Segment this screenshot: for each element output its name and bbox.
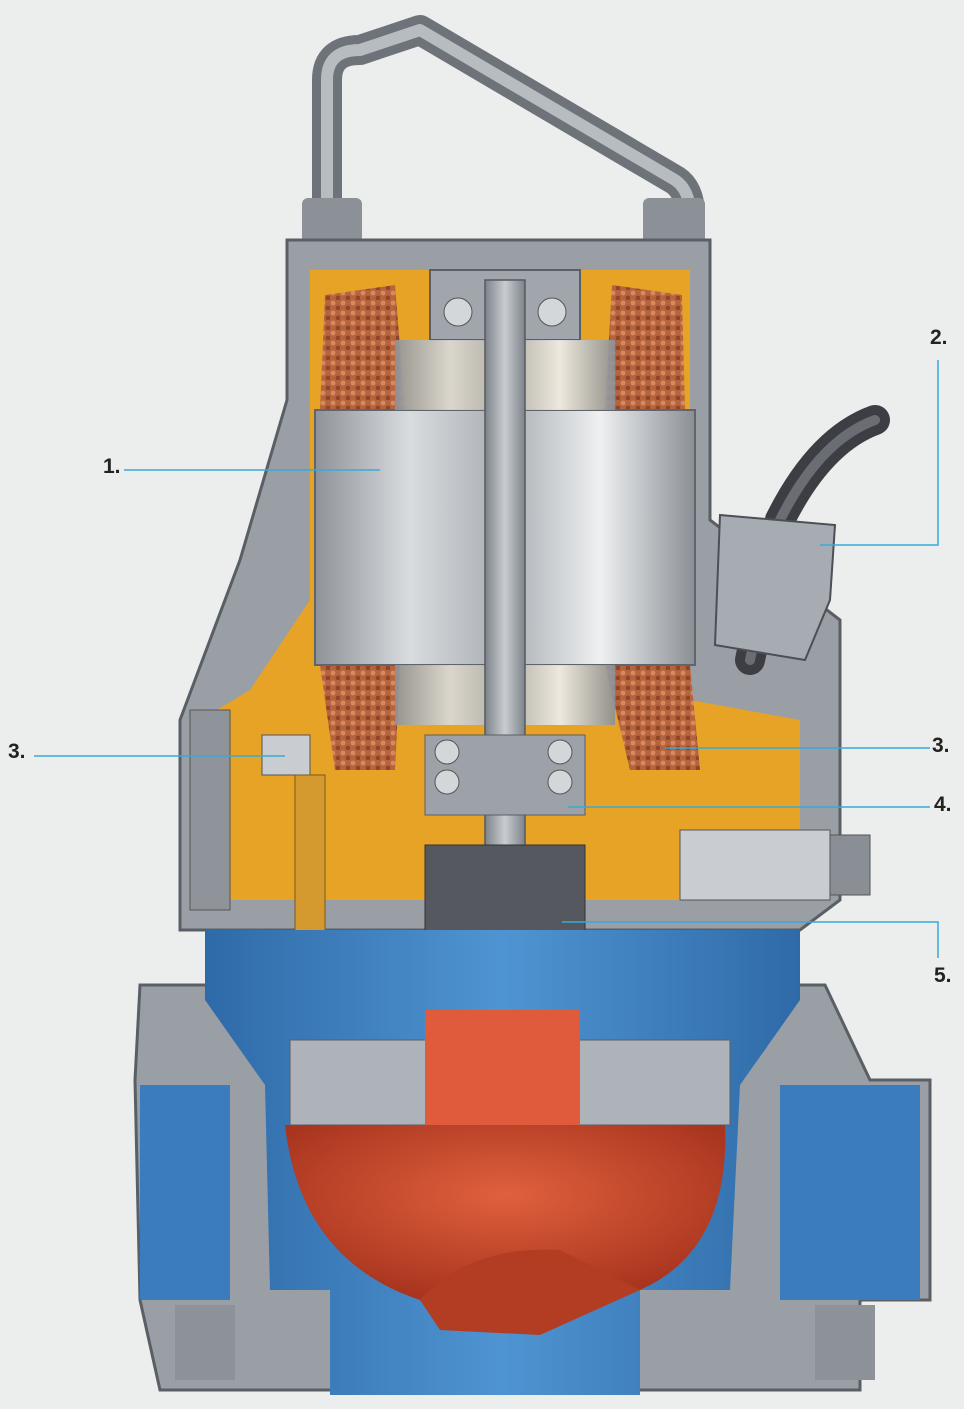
copper-winding-top-right [605, 285, 685, 410]
cable-gland [713, 513, 837, 662]
power-cable [735, 405, 890, 675]
lower-ball-bearings [424, 734, 586, 816]
callout-3-left: 3. [8, 740, 26, 763]
upper-bearing-ball-left [443, 297, 473, 327]
copper-winding-bottom-right [605, 665, 700, 770]
leader-lines [34, 360, 939, 958]
copper-winding-top-left [320, 285, 405, 410]
callout-1: 1. [103, 455, 121, 478]
leader-line-5 [562, 921, 939, 958]
callout-5: 5. [934, 964, 952, 987]
callout-3-right: 3. [932, 734, 950, 757]
callout-4: 4. [934, 793, 952, 816]
lifting-handle [302, 15, 705, 246]
upper-bearing-ball-right [537, 297, 567, 327]
foot-left [175, 1305, 235, 1380]
callout-2: 2. [930, 326, 948, 349]
leader-line-2 [820, 360, 939, 546]
level-sensor-right [679, 829, 871, 901]
vortex-impeller [285, 1010, 731, 1335]
oil-plug-left [189, 709, 326, 936]
foot-right [815, 1305, 875, 1380]
copper-winding-bottom-left [320, 665, 400, 770]
